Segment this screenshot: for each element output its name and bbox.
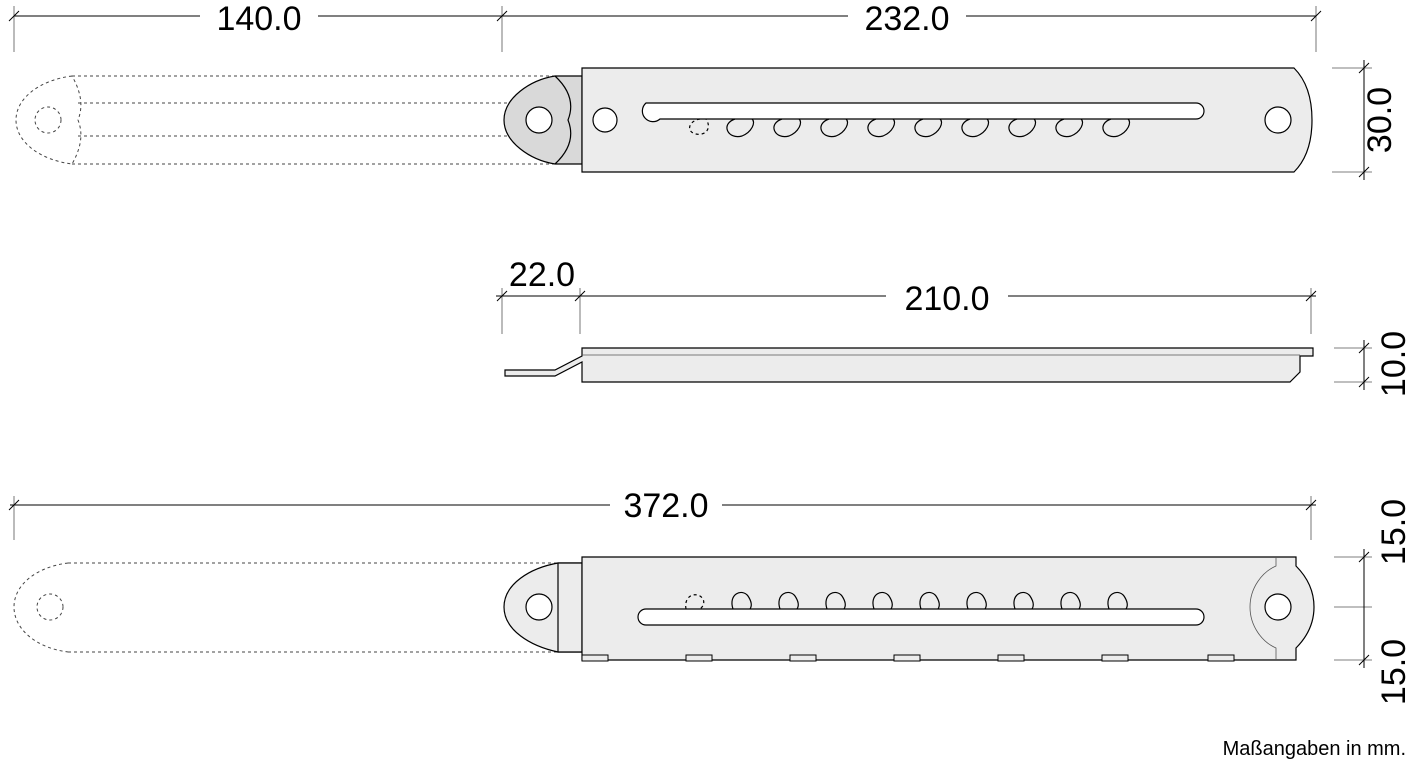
dim-15-lower: 15.0 (1375, 639, 1413, 705)
dim-232: 232.0 (864, 0, 949, 38)
units-note: Maßangaben in mm. (1223, 738, 1406, 760)
dim-10: 10.0 (1375, 331, 1413, 397)
dim-22: 22.0 (509, 256, 575, 294)
dim-30: 30.0 (1361, 87, 1399, 153)
dim-140: 140.0 (216, 0, 301, 38)
bottom-view: 372.0 (8, 487, 1413, 705)
dim-15-upper: 15.0 (1375, 499, 1413, 565)
dim-210: 210.0 (904, 280, 989, 318)
side-view: 22.0 210.0 10.0 (496, 256, 1413, 397)
dim-372: 372.0 (623, 487, 708, 525)
top-view: 140.0 232.0 (8, 0, 1399, 180)
